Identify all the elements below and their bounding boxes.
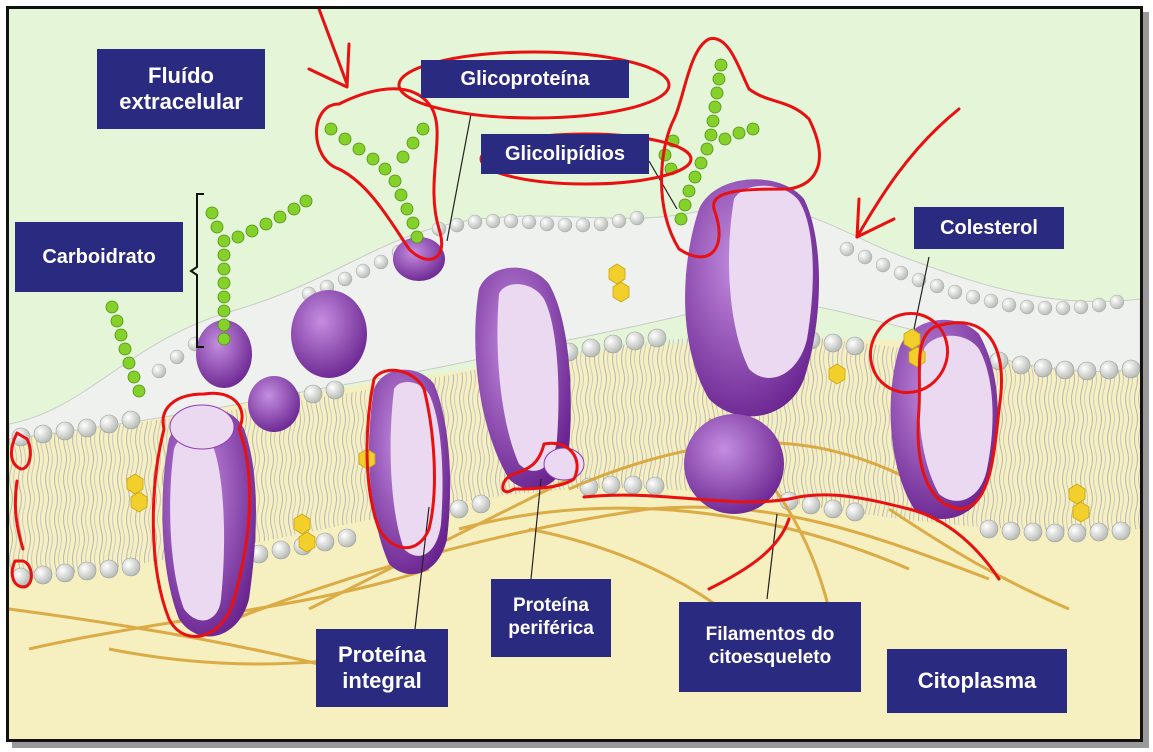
label-carboidrato: Carboidrato [15,222,183,292]
label-citoplasma: Citoplasma [887,649,1067,713]
label-filamentos-citoesqueleto: Filamentos do citoesqueleto [679,602,861,692]
label-fluido-extracelular: Fluído extracelular [97,49,265,129]
label-glicolipidios: Glicolipídios [481,134,649,174]
label-colesterol: Colesterol [914,207,1064,249]
label-proteina-integral: Proteína integral [316,629,448,707]
label-proteina-periferica: Proteína periférica [491,579,611,657]
label-glicoproteina: Glicoproteína [421,60,629,98]
integral-protein-right [891,320,998,519]
membrane-diagram-frame: Fluído extracelular Glicoproteína Glicol… [6,6,1143,742]
